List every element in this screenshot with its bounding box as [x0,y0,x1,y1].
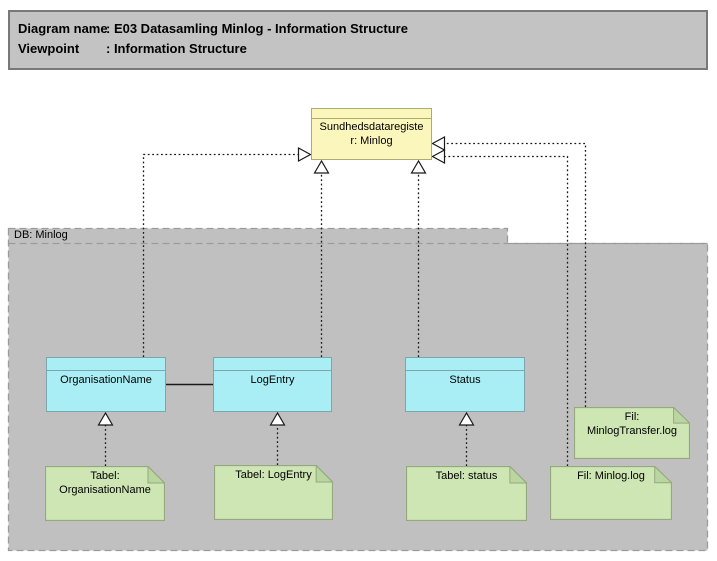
element-status[interactable]: Status [405,357,525,412]
note-shape [574,407,690,459]
note-shape [550,466,672,520]
entity-label: OrganisationName [60,374,152,386]
realization-arrowhead-register-right-bottom [431,148,446,165]
note-tabel-organisationname[interactable]: Tabel: OrganisationName [45,466,165,521]
realization-arrowhead-logentry [269,411,286,426]
entity-name-compartment [214,358,331,371]
folded-corner-icon [674,407,690,423]
folded-corner-icon [655,466,672,482]
realization-arrowhead-status [458,411,475,426]
realization-arrowhead-organisationname [97,411,114,426]
realization-organisationname-to-register-line[interactable] [142,153,299,358]
note-shape [45,466,165,521]
realization-minloglog-to-register-line[interactable] [445,155,569,467]
note-label: Tabel: OrganisationName [59,470,151,496]
element-organisationname[interactable]: OrganisationName [46,357,166,412]
note-tabel-status[interactable]: Tabel: status [406,466,527,521]
realization-arrowhead-register-bottom-right [410,159,427,174]
viewpoint-row: Viewpoint : Information Structure [18,39,706,59]
diagram-name-label: Diagram name [18,21,108,36]
realization-arrowhead-register-left [297,146,312,163]
container-db-minlog-label: DB: Minlog [14,229,68,241]
folded-corner-icon [510,467,527,484]
viewpoint-value: : Information Structure [106,41,247,56]
note-label: Tabel: status [435,470,498,482]
note-label: Fil: Minlog.log [577,470,645,482]
entity-name-compartment [406,358,524,371]
note-tabel-logentry[interactable]: Tabel: LogEntry [214,465,333,520]
realization-arrowhead-register-bottom-left [313,159,330,174]
entity-label: LogEntry [250,374,295,386]
realization-minlogtransfer-to-register-line[interactable] [445,142,587,408]
note-label: Tabel: LogEntry [235,469,312,481]
note-fil-minlog-log[interactable]: Fil: Minlog.log [550,466,672,520]
entity-label: Status [449,374,481,386]
note-shape [214,465,333,520]
element-logentry[interactable]: LogEntry [213,357,332,412]
diagram-name-value: : E03 Datasamling Minlog - Information S… [106,21,408,36]
note-fil-minlogtransfer-log[interactable]: Fil: MinlogTransfer.log [574,407,690,459]
viewpoint-label: Viewpoint [18,41,80,56]
diagram-name-row: Diagram name: E03 Datasamling Minlog - I… [18,19,706,39]
container-db-minlog[interactable] [7,227,709,552]
folded-corner-icon [316,466,332,483]
element-sundhedsdataregister-minlog[interactable]: Sundhedsdataregiste r: Minlog [311,108,432,160]
realization-arrowhead-register-right-top [431,135,446,152]
register-name-compartment [312,109,431,119]
title-block: Diagram name: E03 Datasamling Minlog - I… [8,10,708,70]
register-label: Sundhedsdataregiste r: Minlog [319,121,424,147]
folded-corner-icon [148,467,165,484]
note-shape [406,466,527,521]
note-label: Fil: MinlogTransfer.log [586,411,678,437]
entity-name-compartment [47,358,165,371]
